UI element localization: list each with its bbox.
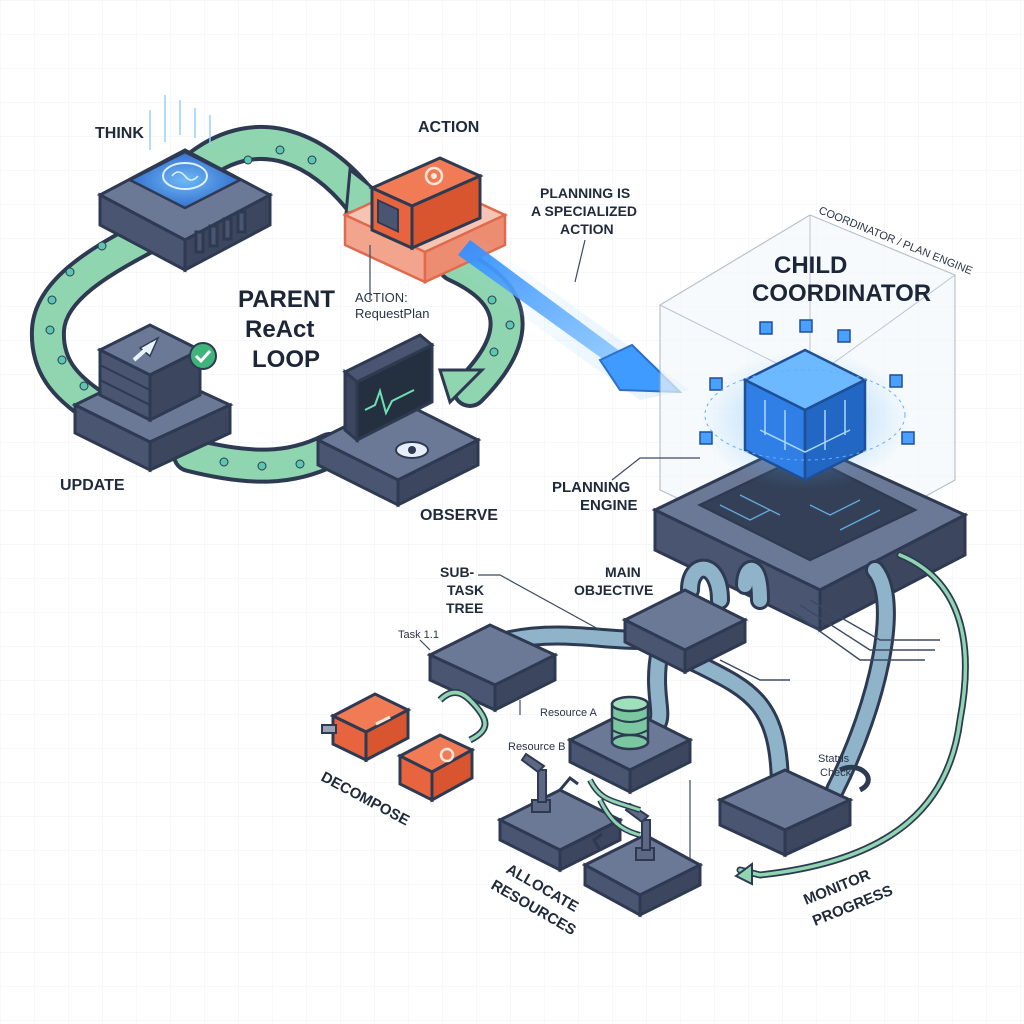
action-callout-line-2: RequestPlan (355, 306, 429, 321)
coordinator-title-line-2: COORDINATOR (752, 280, 931, 307)
wrench-icon (375, 715, 391, 726)
action-callout-line-1: ACTION: (355, 290, 408, 305)
parent-loop-tube (29, 124, 525, 484)
subtask-line-3: TREE (446, 600, 483, 616)
resource-a-label: Resource A (540, 707, 598, 719)
planning-note-line-1: PLANNING IS (540, 185, 630, 201)
task-1-1-leader (419, 639, 431, 651)
checkmark-icon (189, 342, 217, 370)
status-check-block (716, 768, 854, 858)
loop-title-line-2: ReAct (245, 316, 314, 343)
robot-pad-1 (496, 752, 624, 873)
planning-beam (455, 232, 690, 400)
update-label: UPDATE (60, 477, 125, 494)
subtask-line-1: SUB- (440, 564, 475, 580)
think-label: THINK (95, 125, 144, 142)
coordinator-title-line-1: CHILD (774, 252, 847, 279)
update-node (71, 323, 234, 473)
action-label: ACTION (418, 119, 479, 136)
brain-chip-icon (162, 162, 208, 190)
eye-icon (395, 441, 429, 459)
gear-icon-small (439, 747, 455, 763)
planning-note-line-3: ACTION (560, 221, 614, 237)
main-objective-line-1: MAIN (605, 564, 641, 580)
loop-title-line-3: LOOP (252, 346, 320, 373)
subtask-block (426, 623, 559, 713)
task-1-1-label: Task 1.1 (398, 629, 439, 641)
resource-b-label: Resource B (508, 741, 565, 753)
decompose-actuator-2 (396, 733, 476, 803)
subtask-leader (478, 574, 601, 631)
loop-arrowhead-2 (437, 368, 486, 405)
main-objective-block (621, 588, 749, 675)
up-arrow-icon (132, 336, 160, 362)
engine-label-line-2: ENGINE (580, 497, 638, 514)
gear-icon (424, 166, 444, 186)
think-node (96, 95, 274, 273)
database-icon (610, 695, 650, 751)
monitor-arrowhead (734, 862, 753, 886)
observe-label: OBSERVE (420, 507, 498, 524)
main-objective-line-2: OBJECTIVE (574, 582, 653, 598)
loop-title-line-1: PARENT (238, 286, 335, 313)
planning-note-line-2: A SPECIALIZED (531, 203, 637, 219)
resource-a-block (566, 695, 694, 795)
waveform-icon (364, 387, 415, 416)
signal-wires (719, 599, 940, 681)
engine-label-line-1: PLANNING (552, 479, 630, 496)
status-check-line-2: Check (820, 767, 852, 779)
planning-note-leader (574, 239, 586, 283)
planning-engine-base (651, 438, 969, 633)
engine-label-leader (611, 457, 700, 481)
observe-node (314, 333, 482, 508)
planning-engine-cube (699, 319, 915, 490)
subtask-line-2: TASK (447, 582, 484, 598)
robot-arm-icon (520, 752, 579, 813)
decompose-actuator-1 (321, 692, 412, 763)
status-check-line-1: Status (818, 753, 850, 765)
